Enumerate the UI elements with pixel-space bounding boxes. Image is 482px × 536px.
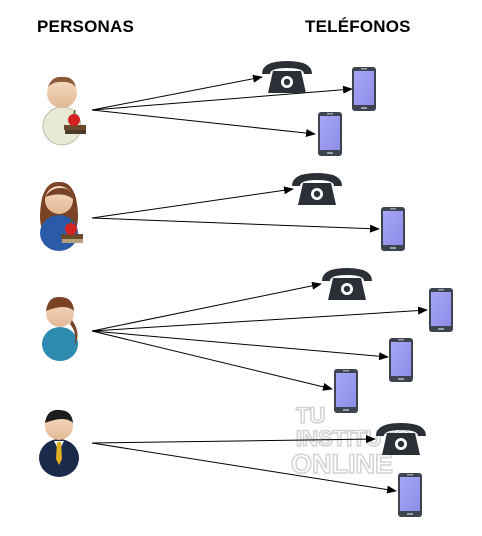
arrow-persona-1-to-movil-1	[91, 85, 353, 111]
person-woman-apple-books-icon	[40, 181, 83, 251]
person-woman-ponytail-icon	[42, 296, 78, 361]
arrow-persona-4-to-telefono-fijo-4	[91, 435, 376, 444]
arrow-persona-2-to-movil-3	[91, 217, 380, 233]
arrow-persona-1-to-movil-2	[91, 109, 316, 138]
person-businessman-icon	[39, 409, 79, 477]
watermark-line-3: ONLINE	[291, 449, 393, 479]
mobile-phone-icon	[318, 112, 342, 156]
mobile-phone-icon	[429, 288, 453, 332]
people-column-heading: PERSONAS	[37, 17, 135, 36]
desk-phone-icon	[322, 268, 372, 300]
desk-phone-icon	[376, 423, 426, 455]
arrow-persona-2-to-telefono-fijo-2	[91, 186, 294, 219]
connections	[91, 74, 428, 494]
arrow-persona-4-to-movil-7	[91, 442, 397, 494]
phones-column-heading: TELÉFONOS	[305, 17, 411, 36]
mobile-phone-icon	[381, 207, 405, 251]
arrow-persona-1-to-telefono-fijo-1	[91, 74, 263, 111]
arrow-persona-3-to-telefono-fijo-3	[91, 281, 322, 332]
phones-layer	[262, 61, 453, 517]
person-bald-apple-books-icon	[42, 76, 86, 146]
mobile-phone-icon	[352, 67, 376, 111]
mobile-phone-icon	[334, 369, 358, 413]
arrow-persona-3-to-movil-5	[91, 330, 389, 361]
mobile-phone-icon	[398, 473, 422, 517]
arrow-persona-3-to-movil-6	[91, 330, 333, 391]
arrow-persona-3-to-movil-4	[91, 306, 428, 332]
desk-phone-icon	[262, 61, 312, 93]
mobile-phone-icon	[389, 338, 413, 382]
watermark-line-1: TU	[296, 403, 325, 428]
desk-phone-icon	[292, 173, 342, 205]
